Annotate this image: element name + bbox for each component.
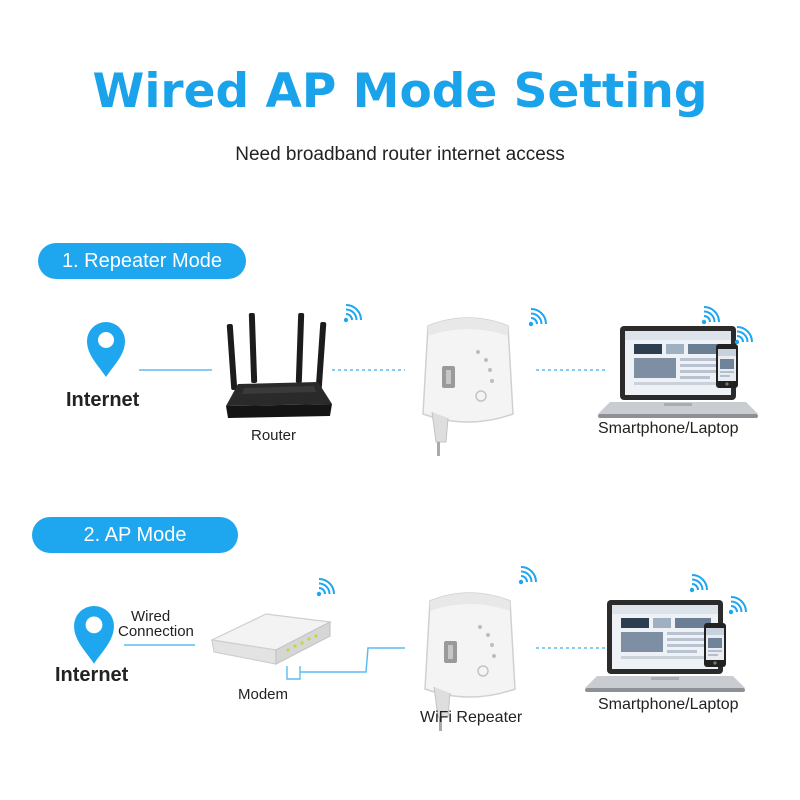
modem-port [286, 666, 301, 680]
wifi-repeater-label: WiFi Repeater [420, 709, 523, 726]
modem-wifi-icon [315, 578, 335, 598]
laptop-wifi-icon [700, 306, 720, 326]
repeater-wifi-icon [517, 566, 537, 586]
page-subtitle: Need broadband router internet access [235, 144, 565, 165]
internet-label: Internet [55, 664, 129, 686]
internet-location-icon [74, 605, 114, 664]
repeater-mode-diagram [87, 304, 758, 457]
wired-connection-label-line2: Connection [118, 623, 194, 640]
router-icon [226, 312, 332, 418]
internet-location-icon [87, 322, 125, 377]
page-title: Wired AP Mode Setting [92, 64, 708, 119]
device-label: Smartphone/Laptop [598, 420, 739, 437]
repeater-mode-badge: 1. Repeater Mode [38, 243, 246, 279]
repeater-wifi-icon [527, 308, 547, 328]
smartphone-icon [704, 623, 726, 667]
modem-repeater-cable [300, 647, 405, 673]
wifi-repeater-icon [422, 317, 514, 457]
internet-label: Internet [66, 389, 140, 411]
smartphone-wifi-icon [733, 326, 753, 346]
device-label: Smartphone/Laptop [598, 696, 739, 713]
modem-label: Modem [238, 686, 289, 703]
laptop-wifi-icon [688, 574, 708, 594]
smartphone-wifi-icon [727, 596, 747, 616]
router-label: Router [251, 427, 297, 444]
wired-connection-label-line1: Wired [131, 608, 171, 625]
ap-mode-diagram [74, 566, 747, 732]
router-wifi-icon [342, 304, 362, 324]
ap-mode-badge: 2. AP Mode [32, 517, 238, 553]
smartphone-icon [716, 344, 738, 388]
modem-icon [210, 613, 332, 665]
